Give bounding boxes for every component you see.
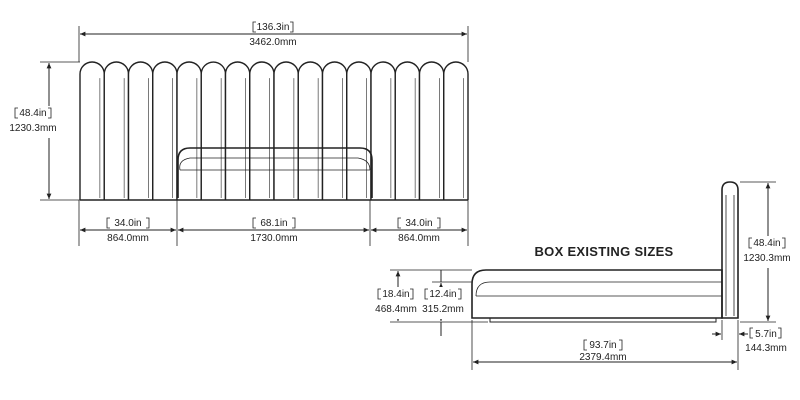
front-overall-width-dim: 136.3in 3462.0mm xyxy=(78,21,469,62)
side-headboard-depth-dim: 5.7in 144.3mm xyxy=(712,327,787,354)
bed-front xyxy=(177,147,373,198)
length-mm: 2379.4mm xyxy=(579,352,626,363)
front-view: 136.3in 3462.0mm 48.4in 1230.3mm 34.0in … xyxy=(8,21,469,246)
center-bed-in: 68.1in xyxy=(260,218,287,229)
headboard-panel xyxy=(370,61,396,200)
front-height-in: 48.4in xyxy=(19,108,46,119)
headboard-panel xyxy=(394,61,421,200)
side-bed-body xyxy=(471,269,723,323)
front-height-dim: 48.4in 1230.3mm xyxy=(8,61,80,201)
headboard-height-in: 48.4in xyxy=(753,238,780,249)
headboard-panel xyxy=(346,61,372,200)
length-in: 93.7in xyxy=(589,340,616,351)
headboard-panel xyxy=(200,61,227,200)
side-length-dim: 93.7in 2379.4mm xyxy=(471,320,739,370)
side-view: 48.4in 1230.3mm 18.4in 468.4mm 12.4in 31… xyxy=(372,181,796,370)
base-height-in: 12.4in xyxy=(429,289,456,300)
headboard-panel xyxy=(297,61,324,200)
headboard-panel xyxy=(249,61,275,200)
headboard-panel xyxy=(176,61,202,200)
headboard-height-mm: 1230.3mm xyxy=(743,253,790,264)
left-panel-in: 34.0in xyxy=(114,218,141,229)
headboard-panel xyxy=(79,61,105,200)
side-headboard xyxy=(721,181,739,319)
headboard-panel xyxy=(321,61,348,200)
headboard-depth-mm: 144.3mm xyxy=(745,343,787,354)
right-panel-mm: 864.0mm xyxy=(398,233,440,244)
headboard-panel xyxy=(273,61,299,200)
headboard-panels xyxy=(79,61,469,201)
side-headboard-height-dim: 48.4in 1230.3mm xyxy=(740,181,796,323)
headboard-depth-in: 5.7in xyxy=(755,329,777,340)
bed-height-in: 18.4in xyxy=(382,289,409,300)
right-panel-in: 34.0in xyxy=(405,218,432,229)
front-width-mm: 3462.0mm xyxy=(249,37,296,48)
headboard-panel xyxy=(224,61,251,200)
headboard-panel xyxy=(418,61,445,200)
headboard-panel xyxy=(152,61,178,200)
headboard-panel xyxy=(127,61,154,200)
base-height-mm: 315.2mm xyxy=(422,304,464,315)
front-height-mm: 1230.3mm xyxy=(9,123,56,134)
center-bed-mm: 1730.0mm xyxy=(250,233,297,244)
headboard-panel xyxy=(443,61,469,200)
front-segment-dims: 34.0in 864.0mm 68.1in 1730.0mm 34.0in 86… xyxy=(78,200,469,246)
side-bed-height-dims: 18.4in 468.4mm 12.4in 315.2mm xyxy=(372,269,488,336)
headboard-panel xyxy=(103,61,130,200)
bed-height-mm: 468.4mm xyxy=(375,304,417,315)
front-width-in: 136.3in xyxy=(257,22,290,33)
drawing-title: BOX EXISTING SIZES xyxy=(534,244,673,259)
left-panel-mm: 864.0mm xyxy=(107,233,149,244)
